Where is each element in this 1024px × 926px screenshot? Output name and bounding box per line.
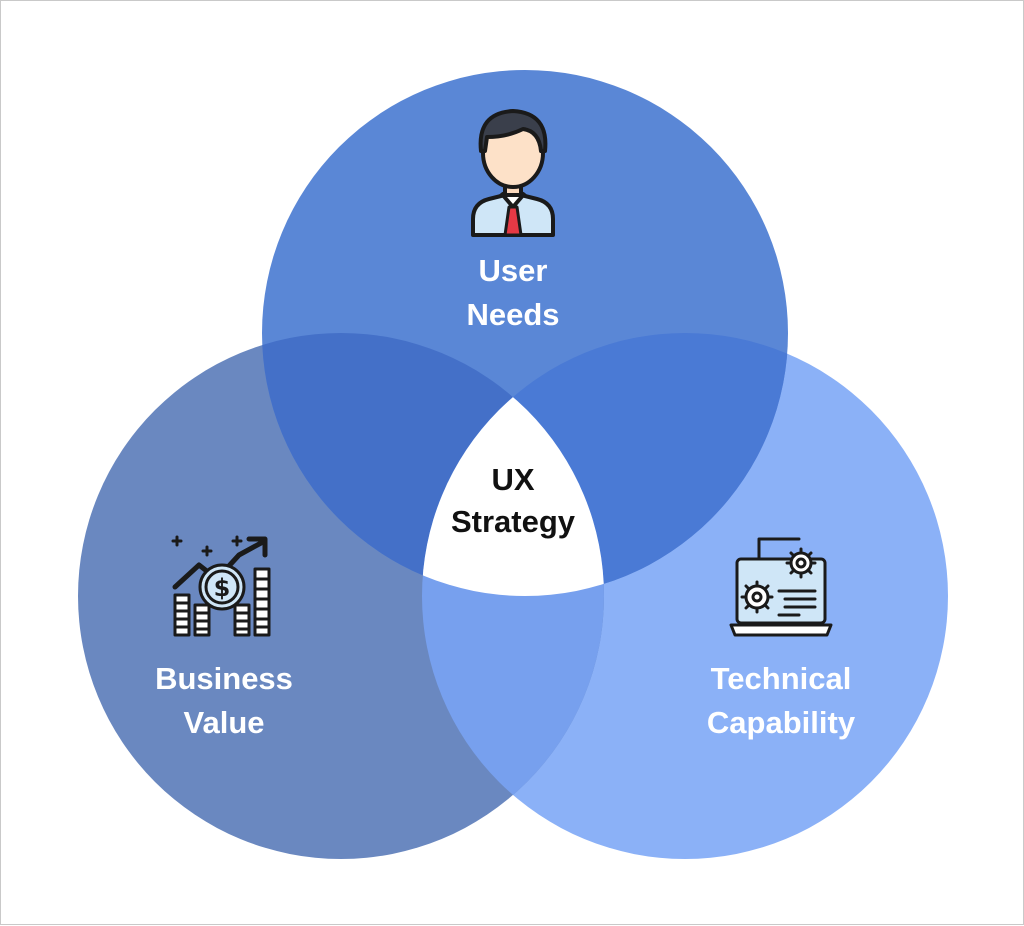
financial-growth-icon: $: [171, 535, 271, 637]
businessman-icon: [471, 109, 555, 237]
technical-capability-label-line2: Capability: [706, 705, 856, 740]
ux-strategy-label-line1: UX: [491, 462, 535, 497]
business-value-label-line2: Value: [183, 705, 265, 740]
user-needs-label: User Needs: [413, 249, 613, 337]
overlap-user-business: [262, 333, 604, 596]
svg-text:$: $: [214, 574, 231, 602]
user-needs-label-line1: User: [478, 253, 548, 288]
technical-capability-label: Technical Capability: [673, 657, 889, 745]
ux-strategy-label: UX Strategy: [423, 459, 603, 543]
business-value-label: Business Value: [119, 657, 329, 745]
laptop-gears-icon: [729, 537, 833, 637]
ux-strategy-label-line2: Strategy: [450, 504, 576, 539]
technical-capability-label-line1: Technical: [710, 661, 852, 696]
center-intersection: [422, 333, 604, 596]
user-needs-label-line2: Needs: [466, 297, 560, 332]
overlap-user-technical: [422, 333, 788, 596]
business-value-label-line1: Business: [155, 661, 293, 696]
